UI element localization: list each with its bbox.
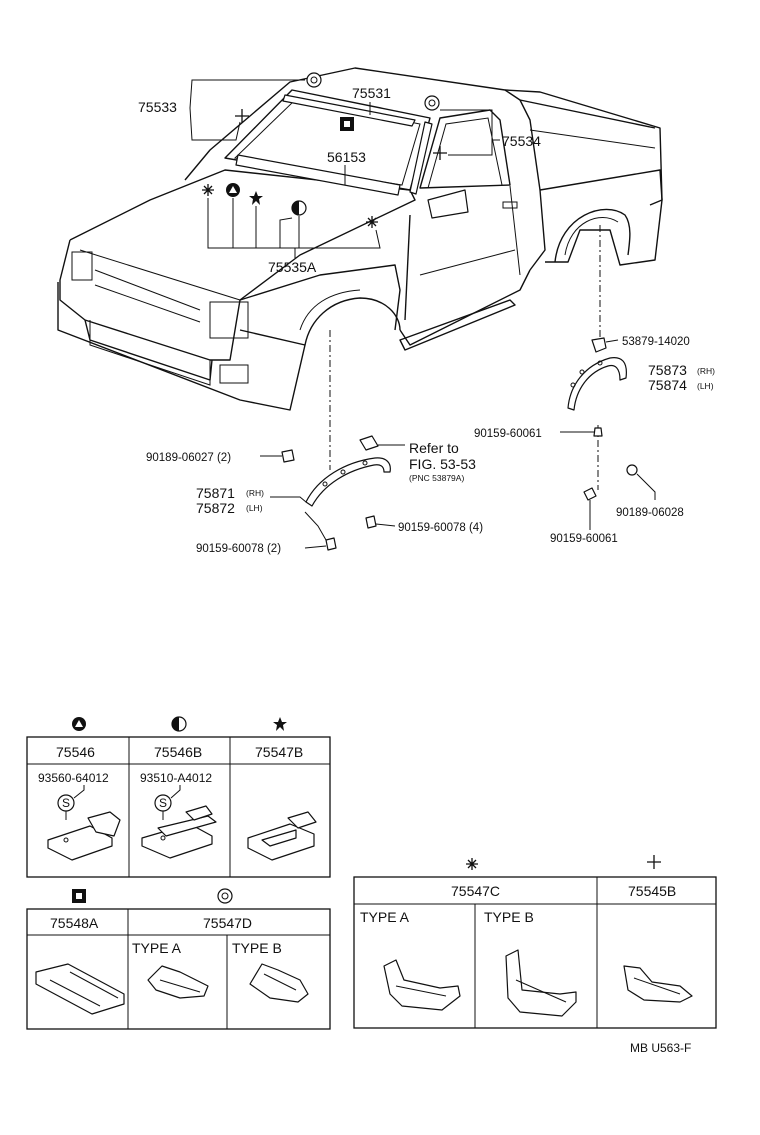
label-75873: 75873	[648, 362, 687, 378]
label-90159-60078-2: 90159-60078 (2)	[196, 543, 281, 555]
refer-line3: (PNC 53879A)	[409, 473, 464, 483]
t1-header-1: 75546B	[154, 744, 202, 760]
refer-line1: Refer to	[409, 440, 459, 456]
label-75873-side: (RH)	[697, 366, 715, 376]
t2-header-0: 75548A	[50, 915, 99, 931]
half-circle-clip-icon	[291, 200, 307, 216]
label-75534: 75534	[502, 133, 541, 149]
label-75535A: 75535A	[268, 259, 317, 275]
half-circle-icon	[171, 716, 187, 732]
gear-icon	[217, 888, 233, 904]
asterisk-icon	[466, 858, 478, 870]
footer-code: MB U563-F	[630, 1041, 691, 1055]
triangle-circle-clip-icon	[226, 183, 240, 197]
table-clips-2: 75548A 75547D TYPE A TYPE B	[26, 888, 331, 1030]
phantom-lines	[329, 225, 601, 490]
label-90189-06028: 90189-06028	[616, 507, 684, 519]
t1-subpart-0: 93560-64012	[38, 771, 109, 785]
t1-header-2: 75547B	[255, 744, 303, 760]
label-75874: 75874	[648, 377, 687, 393]
rear-fender-flare	[560, 337, 656, 530]
cross-clip-icon	[235, 109, 249, 123]
gear-clip-icon	[424, 95, 440, 111]
table-clips-3: 75547C 75545B TYPE A TYPE B	[353, 855, 717, 1029]
t3-header-0: 75547C	[451, 883, 500, 899]
truck-illustration	[57, 67, 663, 411]
square-clip-icon	[340, 117, 354, 131]
refer-line2: FIG. 53-53	[409, 456, 476, 472]
t1-screw-0: S	[62, 796, 70, 810]
square-icon	[72, 889, 86, 903]
symbol-marks-on-truck	[202, 72, 447, 228]
gear-clip-icon	[306, 72, 322, 88]
t3-header-1: 75545B	[628, 883, 676, 899]
star-icon	[273, 717, 287, 731]
t2-type-1: TYPE B	[232, 940, 282, 956]
windshield-moldings	[235, 94, 433, 196]
t2-type-0: TYPE A	[132, 940, 182, 956]
label-75872: 75872	[196, 500, 235, 516]
t1-subpart-1: 93510-A4012	[140, 771, 212, 785]
label-90159-60061-a: 90159-60061	[474, 428, 542, 440]
leader-lines	[189, 79, 500, 258]
asterisk-clip-icon	[202, 184, 214, 196]
label-90159-60061-b: 90159-60061	[550, 533, 618, 545]
label-75872-side: (LH)	[246, 503, 263, 513]
t1-header-0: 75546	[56, 744, 95, 760]
label-90189-06027: 90189-06027 (2)	[146, 452, 231, 464]
star-clip-icon	[249, 191, 263, 205]
asterisk-clip-icon	[366, 216, 378, 228]
t1-screw-1: S	[159, 796, 167, 810]
label-75871-side: (RH)	[246, 488, 264, 498]
table-clips-1: 75546 75546B 75547B 93560-64012 93510-A4…	[26, 716, 331, 878]
label-53879-14020: 53879-14020	[622, 336, 690, 348]
label-75874-side: (LH)	[697, 381, 714, 391]
t2-header-1: 75547D	[203, 915, 252, 931]
triangle-circle-icon	[72, 717, 86, 731]
label-75531: 75531	[352, 85, 391, 101]
t3-type-1: TYPE B	[484, 909, 534, 925]
cross-clip-icon	[433, 146, 447, 160]
callout-labels: 75533 75531 75534 56153 75535A 53879-140…	[138, 85, 715, 555]
label-75871: 75871	[196, 485, 235, 501]
label-75533: 75533	[138, 99, 177, 115]
t3-type-0: TYPE A	[360, 909, 410, 925]
front-fender-flare	[260, 435, 405, 551]
cross-icon	[647, 855, 661, 869]
label-90159-60078-4: 90159-60078 (4)	[398, 522, 483, 534]
label-56153: 56153	[327, 149, 366, 165]
